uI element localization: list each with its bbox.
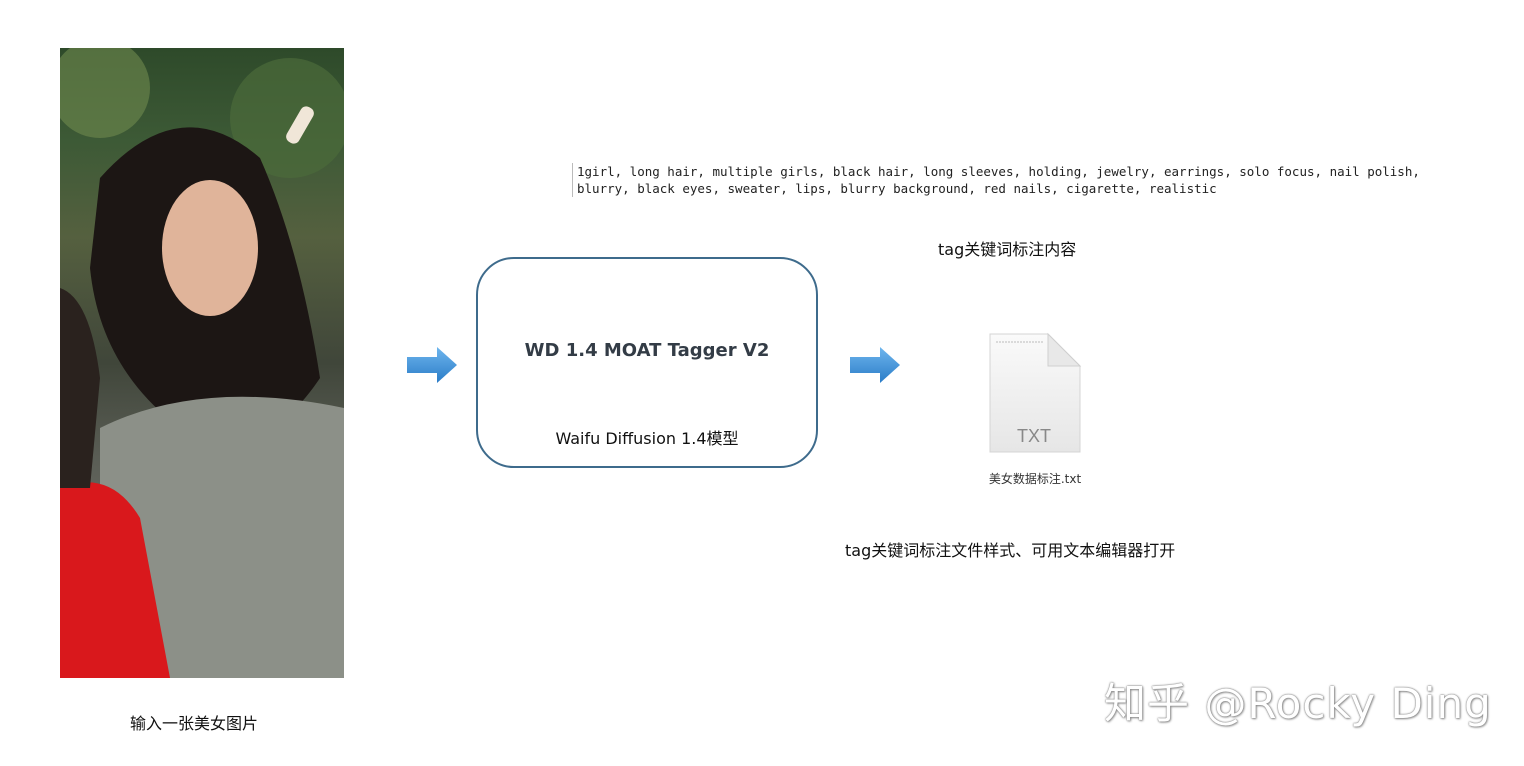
model-box [476, 257, 818, 468]
arrow-right-icon [850, 347, 900, 383]
tags-caption: tag关键词标注内容 [938, 240, 1077, 259]
watermark: 知乎 @Rocky Ding [1104, 679, 1492, 728]
txt-file-icon[interactable]: TXT [986, 332, 1082, 456]
input-photo [60, 48, 344, 678]
model-subtitle: Waifu Diffusion 1.4模型 [555, 429, 739, 448]
tag-output-text: 1girl, long hair, multiple girls, black … [572, 163, 1420, 197]
arrow-right-icon [407, 347, 457, 383]
file-name: 美女数据标注.txt [988, 472, 1082, 486]
model-title: WD 1.4 MOAT Tagger V2 [524, 340, 770, 361]
portrait-image [60, 48, 344, 678]
tags-line-1: 1girl, long hair, multiple girls, black … [577, 164, 1420, 179]
tags-line-2: blurry, black eyes, sweater, lips, blurr… [577, 181, 1217, 196]
input-caption: 输入一张美女图片 [130, 714, 259, 733]
file-caption: tag关键词标注文件样式、可用文本编辑器打开 [845, 541, 1176, 560]
file-type-label: TXT [1017, 426, 1051, 446]
